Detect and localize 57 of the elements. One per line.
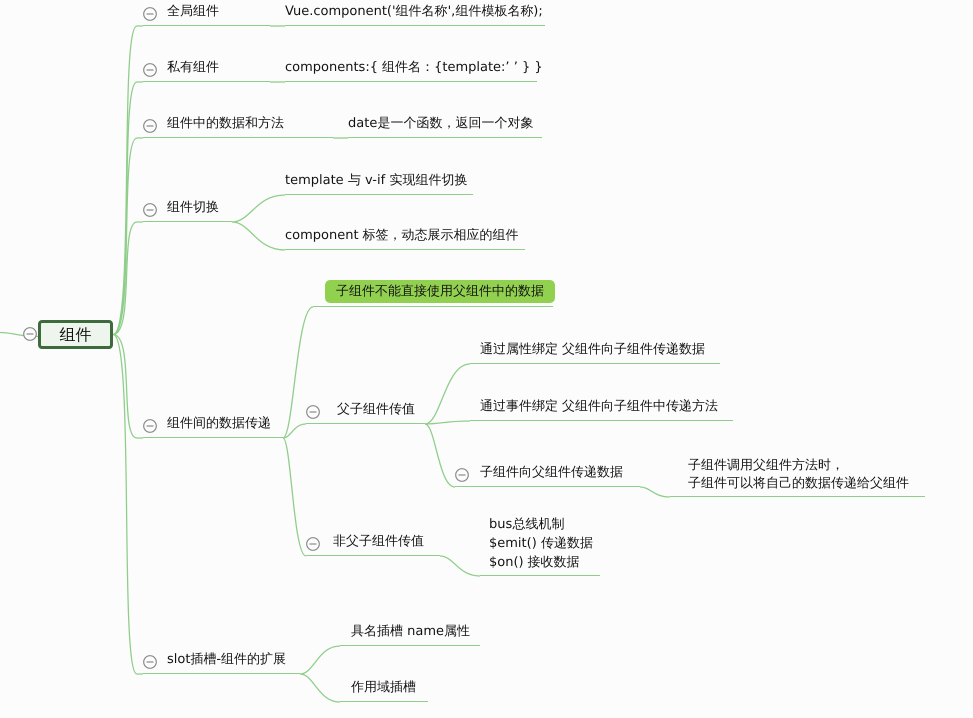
topic-underline bbox=[143, 114, 333, 138]
central-topic-text: 组件 bbox=[60, 326, 92, 344]
branch-line bbox=[112, 221, 143, 336]
topic-text: 父子组件传值 bbox=[337, 401, 415, 419]
highlighted-topic: 子组件不能直接使用父组件中的数据 bbox=[325, 280, 555, 303]
branch-line bbox=[232, 221, 286, 251]
topic-underline bbox=[285, 226, 525, 250]
branch-line bbox=[0, 332, 38, 338]
branch-line bbox=[232, 194, 286, 223]
branch-line bbox=[112, 334, 143, 675]
topic-text: 组件中的数据和方法 bbox=[167, 115, 284, 133]
topic-text: 私有组件 bbox=[167, 59, 219, 77]
topic-underline bbox=[143, 413, 283, 438]
topic-underline bbox=[143, 58, 270, 82]
topic-text: 通过属性绑定 父组件向子组件传递数据 bbox=[480, 341, 706, 359]
topic-text: components:{ 组件名：{template:’ ’ } } bbox=[285, 59, 543, 77]
branch-line bbox=[640, 486, 670, 498]
branch-line bbox=[440, 555, 480, 577]
topic-text: 子组件调用父组件方法时，子组件可以将自己的数据传递给父组件 bbox=[688, 457, 909, 493]
topic-text: component 标签，动态展示相应的组件 bbox=[285, 227, 519, 245]
branch-line bbox=[424, 423, 456, 488]
topic-underline bbox=[470, 339, 720, 364]
central-topic-box bbox=[38, 320, 113, 349]
topic-underline bbox=[143, 2, 270, 26]
topic-text: 具名插槽 name属性 bbox=[351, 623, 470, 641]
topic-underline bbox=[348, 114, 542, 138]
branch-line bbox=[300, 673, 340, 703]
branch-line bbox=[112, 137, 143, 335]
topic-text: 全局组件 bbox=[167, 3, 219, 21]
topic-text: Vue.component('组件名称',组件模板名称); bbox=[285, 3, 543, 21]
topic-text: date是一个函数，返回一个对象 bbox=[348, 115, 534, 133]
topic-underline bbox=[143, 197, 232, 222]
topic-text: 通过事件绑定 父组件向子组件中传递方法 bbox=[480, 398, 718, 416]
branch-line bbox=[424, 420, 470, 425]
topic-underline bbox=[285, 170, 473, 195]
topic-text: $on() 接收数据 bbox=[489, 554, 581, 572]
branch-line bbox=[300, 645, 340, 675]
branch-line bbox=[112, 334, 143, 439]
branch-line bbox=[282, 423, 306, 439]
topic-underline bbox=[285, 2, 545, 26]
topic-text: 组件切换 bbox=[167, 199, 219, 217]
branch-line bbox=[282, 438, 306, 557]
topic-text: 作用域插槽 bbox=[351, 679, 416, 697]
branch-line bbox=[270, 25, 285, 27]
topic-text: template 与 v-if 实现组件切换 bbox=[285, 172, 468, 190]
topic-text: 非父子组件传值 bbox=[333, 533, 424, 551]
topic-text: 子组件向父组件传递数据 bbox=[480, 464, 623, 482]
topic-text: 组件间的数据传递 bbox=[167, 415, 271, 433]
branch-line bbox=[112, 81, 143, 335]
branch-line bbox=[282, 306, 314, 438]
topic-text: bus总线机制 bbox=[489, 516, 566, 534]
topic-text: $emit() 传递数据 bbox=[489, 535, 593, 553]
branch-line bbox=[424, 363, 470, 425]
branch-line bbox=[270, 81, 285, 83]
branch-line bbox=[333, 137, 348, 139]
topic-underline bbox=[313, 278, 553, 307]
topic-text: slot插槽-组件的扩展 bbox=[167, 651, 286, 669]
